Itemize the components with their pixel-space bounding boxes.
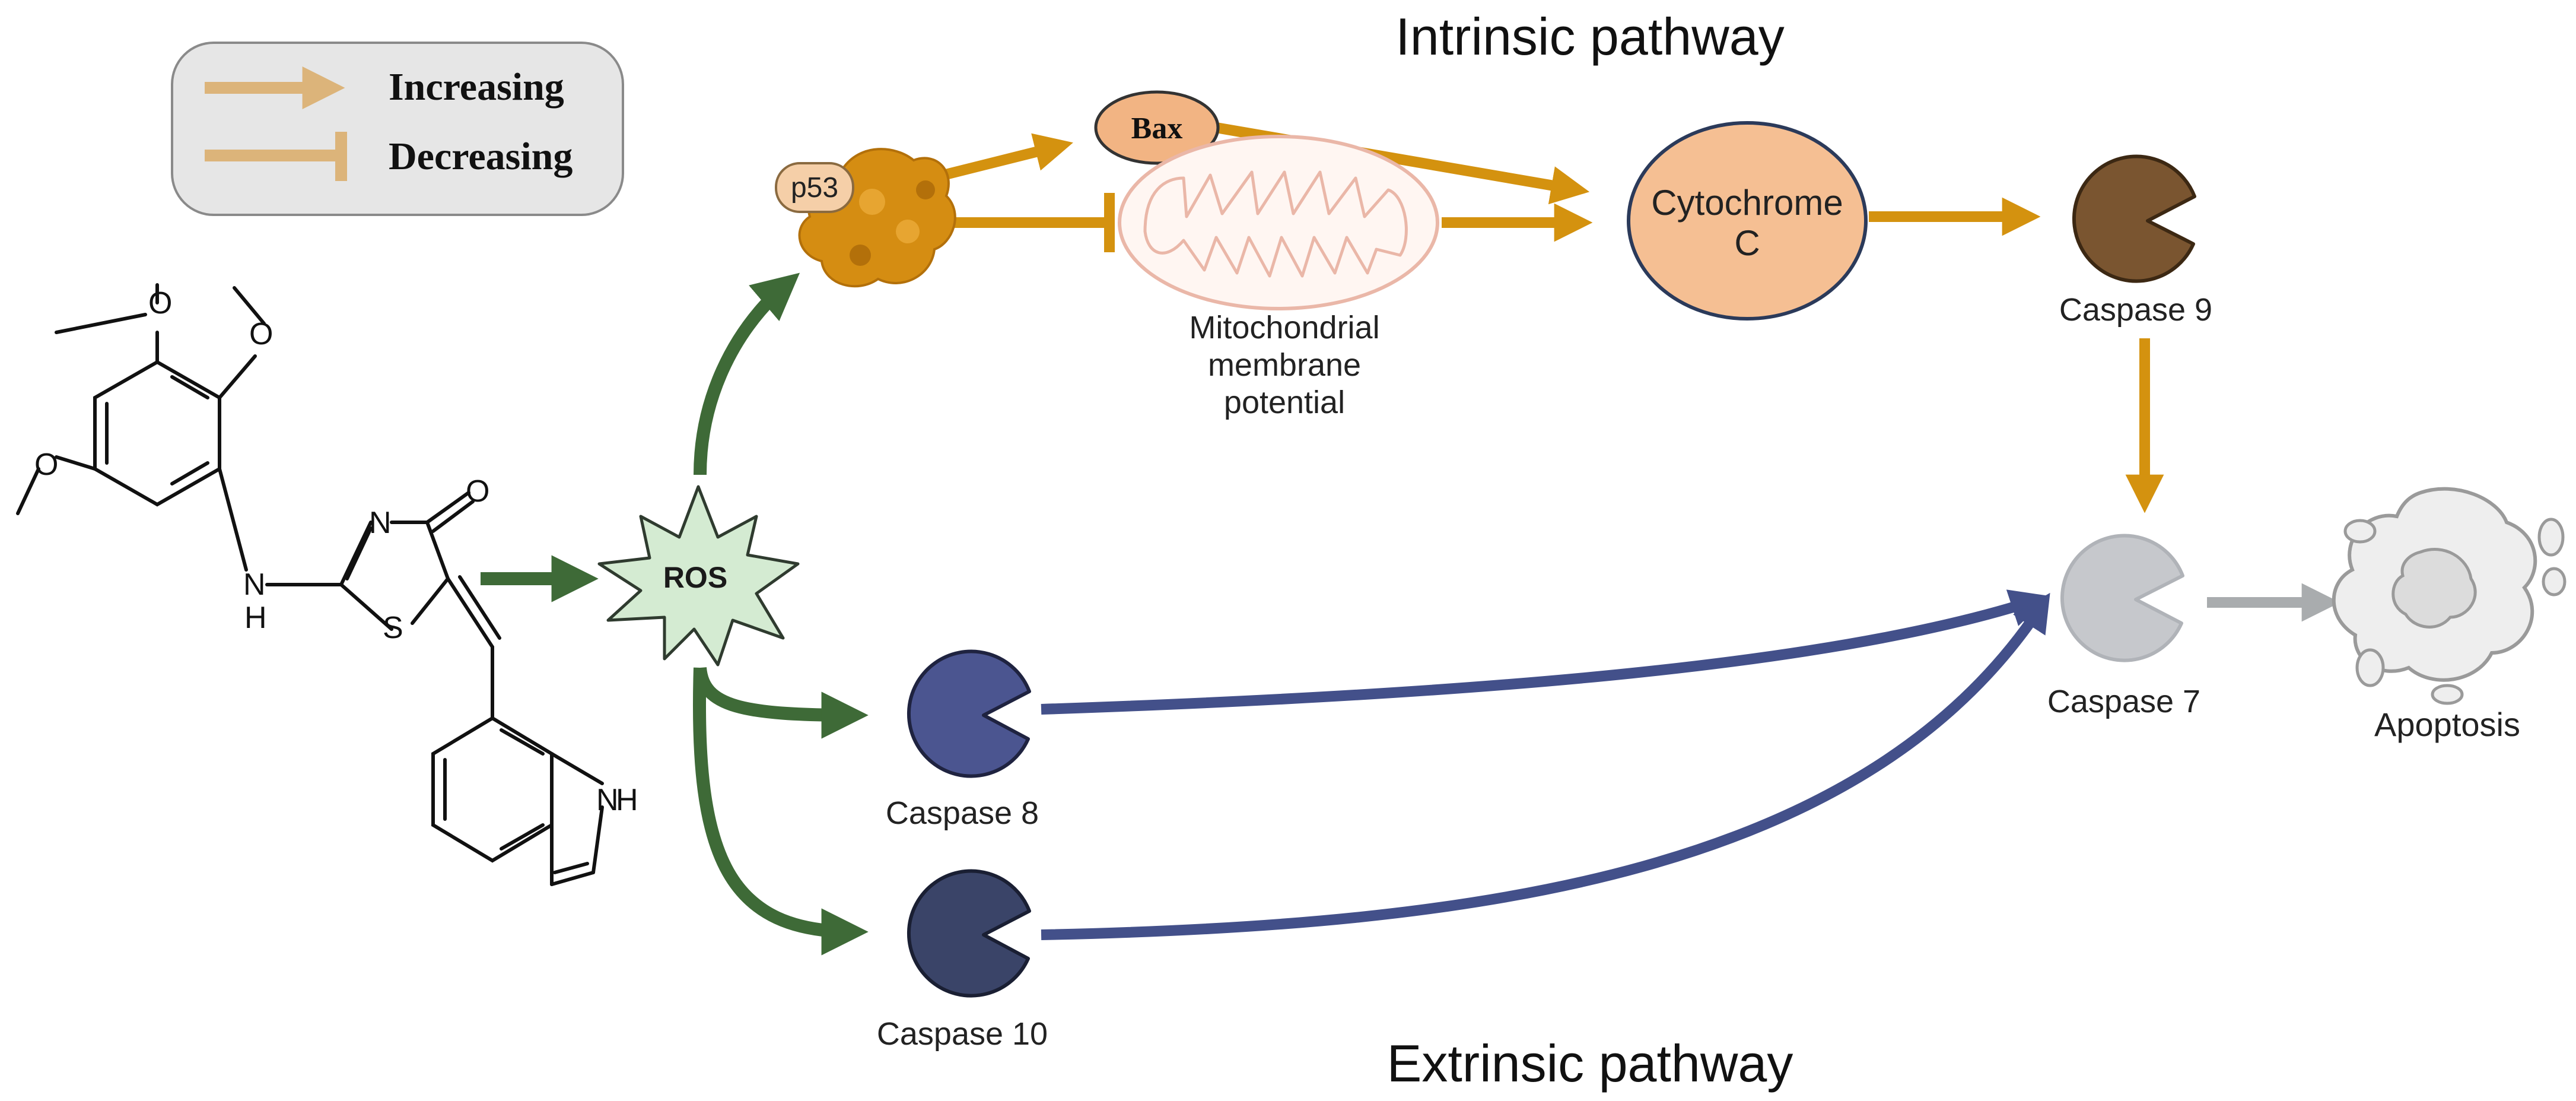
p53-badge	[775, 162, 854, 213]
caspase7-label: Caspase 7	[2047, 684, 2200, 719]
caspase9-pacman-icon	[2072, 154, 2196, 283]
legend-increasing-label: Increasing	[389, 65, 564, 109]
legend-decreasing-inhibit-icon	[205, 132, 347, 181]
mitochondrial-label-line3: potential	[1224, 385, 1345, 420]
atom-label: O	[34, 448, 58, 482]
intrinsic-pathway-title: Intrinsic pathway	[1395, 7, 1784, 66]
mitochondrial-label-line1: Mitochondrial	[1189, 310, 1379, 345]
cytochrome-c-node: Cytochrome C	[1627, 121, 1868, 321]
atom-label: N	[596, 783, 619, 817]
ros-node: ROS	[597, 485, 800, 667]
chemical-atom-labels: O O O N H N O S N H	[34, 286, 638, 817]
apoptotic-body	[2355, 648, 2385, 687]
caspase8-node: Caspase 8	[886, 649, 1039, 831]
apoptotic-body	[2431, 684, 2464, 705]
atom-label: S	[383, 611, 403, 645]
arrow-caspase10-to-caspase7	[1041, 592, 2050, 940]
atom-label: H	[244, 601, 267, 635]
arrow-caspase8-to-caspase7	[1041, 589, 2049, 715]
atom-label: O	[249, 317, 273, 351]
bax-node: Bax	[1094, 90, 1220, 165]
atom-label: O	[466, 474, 489, 509]
ros-label: ROS	[663, 561, 727, 594]
caspase10-pacman-icon	[907, 869, 1031, 998]
atom-label: N	[243, 567, 266, 602]
arrow-p53-to-bax	[942, 133, 1073, 180]
arrow-ros-to-p53	[694, 272, 800, 475]
atom-label: N	[369, 506, 392, 540]
bax-ellipse	[1094, 90, 1220, 165]
legend: Increasing Decreasing	[171, 42, 624, 216]
legend-decreasing-label: Decreasing	[389, 135, 573, 178]
caspase9-node: Caspase 9	[2059, 154, 2212, 328]
inhibit-p53-to-mitochondria	[937, 193, 1115, 252]
ros-burst-icon	[597, 485, 800, 667]
bax-label: Bax	[1131, 112, 1183, 145]
p53-label: p53	[791, 172, 838, 204]
mitochondrion-icon	[1118, 135, 1439, 310]
caspase10-label: Caspase 10	[877, 1016, 1048, 1052]
apoptosis-node: Apoptosis	[2332, 487, 2567, 743]
chemical-structure	[16, 283, 604, 886]
apoptotic-body	[2537, 518, 2565, 557]
caspase8-pacman-icon	[907, 649, 1031, 778]
mitochondrion-node: Mitochondrial membrane potential	[1118, 135, 1439, 420]
caspase7-node: Caspase 7	[2047, 534, 2200, 719]
atom-label: O	[148, 286, 172, 321]
caspase10-node: Caspase 10	[877, 869, 1048, 1052]
apoptotic-body	[2343, 519, 2377, 544]
extrinsic-pathway-title: Extrinsic pathway	[1387, 1034, 1793, 1093]
caspase9-label: Caspase 9	[2059, 292, 2212, 328]
mitochondrial-label-line2: membrane	[1208, 347, 1361, 383]
caspase8-label: Caspase 8	[886, 795, 1039, 831]
arrow-ros-to-caspase8	[694, 667, 869, 739]
caspase7-pacman-icon	[2060, 534, 2184, 662]
cytochrome-c-label-line2: C	[1734, 223, 1760, 263]
cytochrome-c-ellipse	[1627, 121, 1868, 321]
cytochrome-c-label-line1: Cytochrome	[1651, 183, 1843, 223]
atom-label: H	[616, 783, 638, 817]
indole-benzene-ring	[431, 716, 554, 863]
arrow-ros-to-caspase10	[692, 667, 869, 956]
apoptotic-body	[2542, 567, 2567, 596]
benzene-ring	[93, 360, 221, 507]
apoptosis-label: Apoptosis	[2374, 706, 2520, 743]
p53-node: p53	[775, 148, 956, 288]
